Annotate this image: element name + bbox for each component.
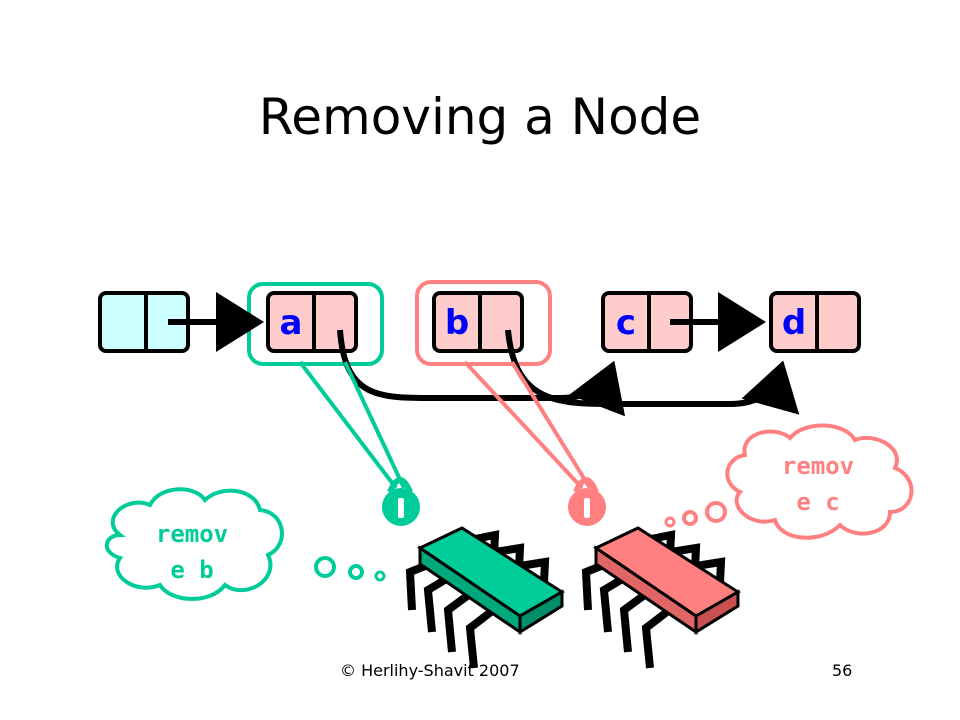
thread-b-lock-region [415, 280, 552, 366]
node-b-label: b [445, 303, 469, 343]
thought-cloud-icon: remov e c [664, 423, 914, 540]
thread-chip-icon [405, 526, 565, 669]
node-b: b [432, 291, 524, 353]
thread-a-lock-line-2 [343, 361, 406, 489]
node-d: d [769, 291, 861, 353]
footer-copyright: © Herlihy-Shavit 2007 [340, 661, 520, 680]
page-number: 56 [832, 661, 853, 680]
thread-a-thought-line2: e b [170, 556, 213, 584]
padlock-icon [568, 477, 606, 526]
thread-chip-icon [581, 526, 741, 669]
padlock-icon [382, 477, 420, 526]
thread-b-thought-line2: e c [796, 488, 839, 516]
thread-a-lock-line-1 [298, 360, 398, 490]
node-d-label: d [782, 303, 806, 343]
node-c-label: c [616, 303, 636, 343]
node-a-label: a [280, 303, 303, 343]
thread-b-thought-line1: remov [782, 452, 854, 480]
page-title: Removing a Node [258, 88, 702, 146]
node-a: a [266, 291, 358, 353]
thought-cloud-icon: remov e b [104, 487, 386, 601]
thread-a-thought-line1: remov [156, 520, 228, 548]
thread-b-lock-line-1 [463, 360, 584, 490]
thread-b-lock-line-2 [510, 360, 592, 490]
